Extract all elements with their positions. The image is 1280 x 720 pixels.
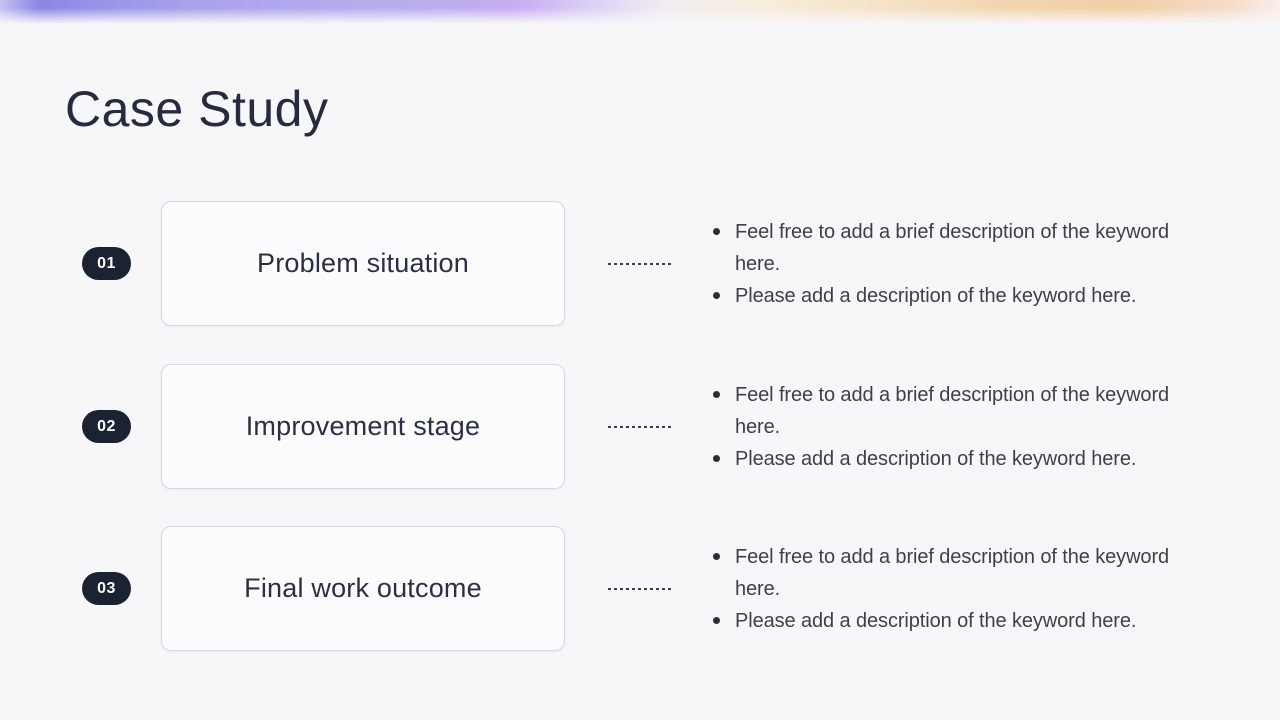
step-card-1: Problem situation xyxy=(161,201,565,326)
decorative-gradient-bar xyxy=(0,0,1280,24)
description-list-1: Feel free to add a brief description of … xyxy=(710,216,1215,312)
step-card-label: Improvement stage xyxy=(245,411,481,441)
page-title: Case Study xyxy=(65,81,329,137)
description-list-2: Feel free to add a brief description of … xyxy=(710,379,1215,475)
step-card-label: Problem situation xyxy=(256,248,469,278)
list-item: Please add a description of the keyword … xyxy=(710,443,1215,475)
list-item: Feel free to add a brief description of … xyxy=(710,216,1215,280)
dashed-connector-line xyxy=(608,263,672,265)
step-number-badge-1: 01 xyxy=(82,247,131,280)
list-item: Please add a description of the keyword … xyxy=(710,605,1215,637)
dashed-connector-line xyxy=(608,426,672,428)
dashed-connector-line xyxy=(608,588,672,590)
step-number-label: 03 xyxy=(97,579,116,597)
list-item: Feel free to add a brief description of … xyxy=(710,379,1215,443)
list-item: Feel free to add a brief description of … xyxy=(710,541,1215,605)
description-list-3: Feel free to add a brief description of … xyxy=(710,541,1215,637)
step-card-2: Improvement stage xyxy=(161,364,565,489)
step-number-label: 01 xyxy=(97,254,116,272)
step-number-label: 02 xyxy=(97,417,116,435)
step-card-label: Final work outcome xyxy=(244,573,482,603)
step-card-3: Final work outcome xyxy=(161,526,565,651)
step-row-3: 03 Final work outcome Feel free to add a… xyxy=(0,526,1280,651)
step-number-badge-2: 02 xyxy=(82,410,131,443)
list-item: Please add a description of the keyword … xyxy=(710,280,1215,312)
step-row-2: 02 Improvement stage Feel free to add a … xyxy=(0,364,1280,489)
step-number-badge-3: 03 xyxy=(82,572,131,605)
step-row-1: 01 Problem situation Feel free to add a … xyxy=(0,201,1280,326)
